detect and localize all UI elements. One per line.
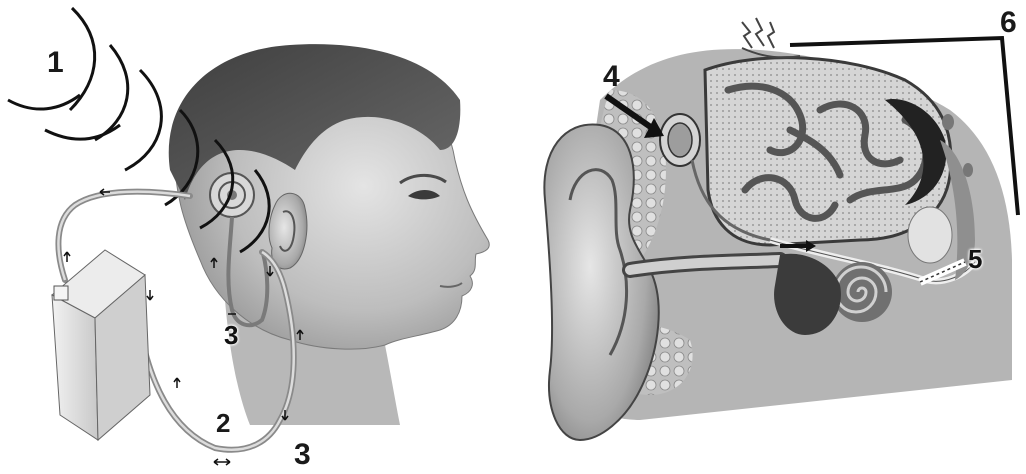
callout-1: 1 xyxy=(47,48,64,78)
callout-2: 2 xyxy=(216,410,230,436)
callout-5: 5 xyxy=(968,246,982,272)
callout-6: 6 xyxy=(1000,8,1017,38)
cochlea xyxy=(832,262,892,322)
callout-4: 4 xyxy=(603,62,620,92)
head-illustration xyxy=(169,44,490,425)
callout-3-upper: 3 xyxy=(224,322,238,348)
callout-3-lower: 3 xyxy=(294,440,311,470)
